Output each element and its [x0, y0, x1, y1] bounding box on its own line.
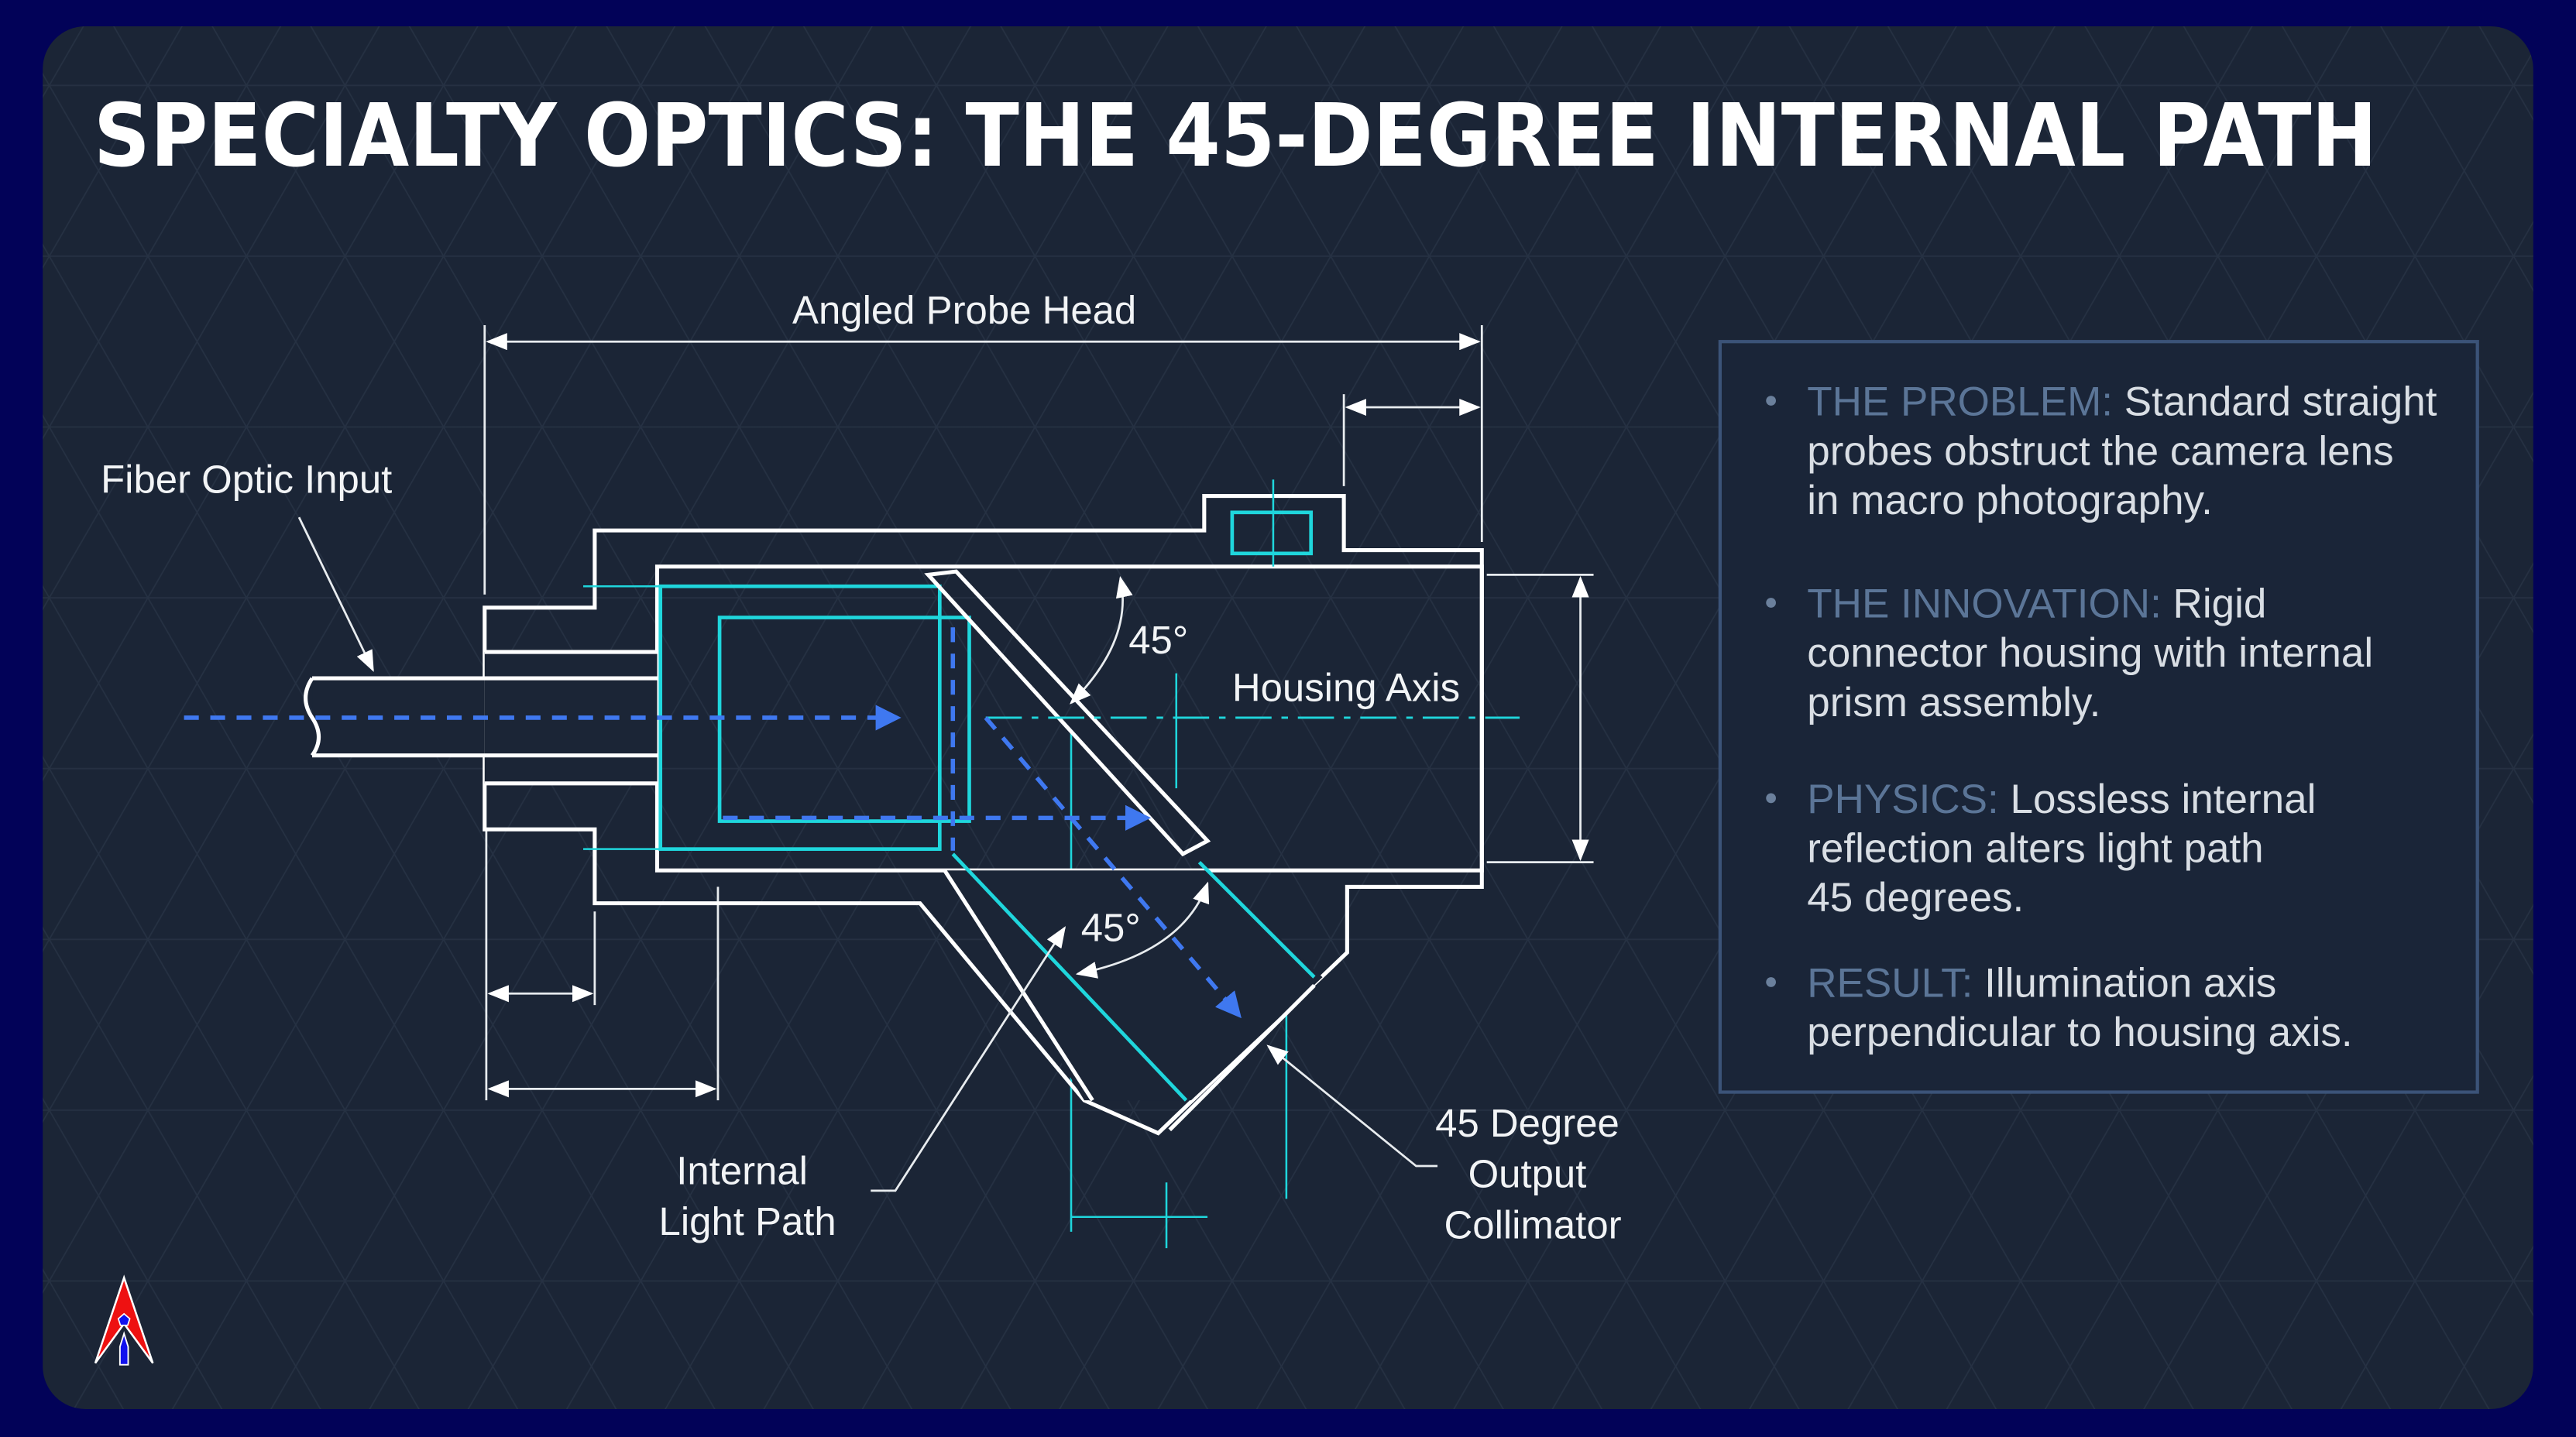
internal-light-path-label: Internal Light Path: [659, 1148, 836, 1243]
page-title: SPECIALTY OPTICS: THE 45-DEGREE INTERNAL…: [94, 85, 2377, 187]
svg-text:PHYSICS: Lossless internal: PHYSICS: Lossless internal: [1807, 777, 2316, 822]
svg-text:connector housing with interna: connector housing with internal: [1807, 630, 2373, 676]
info-panel: [1718, 340, 2479, 1094]
svg-text:45 degrees.: 45 degrees.: [1807, 875, 2024, 921]
svg-text:reflection alters light path: reflection alters light path: [1807, 826, 2263, 872]
info-item-problem: THE PROBLEM: Standard straight probes ob…: [1766, 379, 2437, 523]
svg-text:RESULT: Illumination axis: RESULT: Illumination axis: [1807, 961, 2276, 1007]
svg-text:perpendicular to housing axis.: perpendicular to housing axis.: [1807, 1010, 2352, 1055]
probe-housing: [483, 479, 1484, 1136]
housing-axis-label: Housing Axis: [1232, 666, 1460, 710]
info-item-physics: PHYSICS: Lossless internal reflection al…: [1766, 777, 2316, 921]
svg-text:THE INNOVATION: Rigid: THE INNOVATION: Rigid: [1807, 581, 2266, 627]
info-item-result: RESULT: Illumination axis perpendicular …: [1766, 961, 2353, 1055]
dimension-label: Angled Probe Head: [792, 288, 1136, 332]
info-item-innovation: THE INNOVATION: Rigid connector housing …: [1766, 581, 2373, 725]
angle-label-top: 45°: [1128, 618, 1188, 662]
svg-text:in macro photography.: in macro photography.: [1807, 478, 2213, 523]
svg-text:prism assembly.: prism assembly.: [1807, 680, 2100, 725]
logo-icon: [94, 1274, 154, 1366]
svg-text:THE PROBLEM: Standard straight: THE PROBLEM: Standard straight: [1807, 379, 2437, 425]
output-collimator-label: 45 Degree Output Collimator: [1435, 1101, 1630, 1247]
prism: [924, 569, 1211, 857]
angle-label-bottom: 45°: [1081, 905, 1141, 949]
fiber-optic-input-label: Fiber Optic Input: [101, 457, 392, 501]
svg-text:probes obstruct the camera len: probes obstruct the camera lens: [1807, 428, 2393, 474]
